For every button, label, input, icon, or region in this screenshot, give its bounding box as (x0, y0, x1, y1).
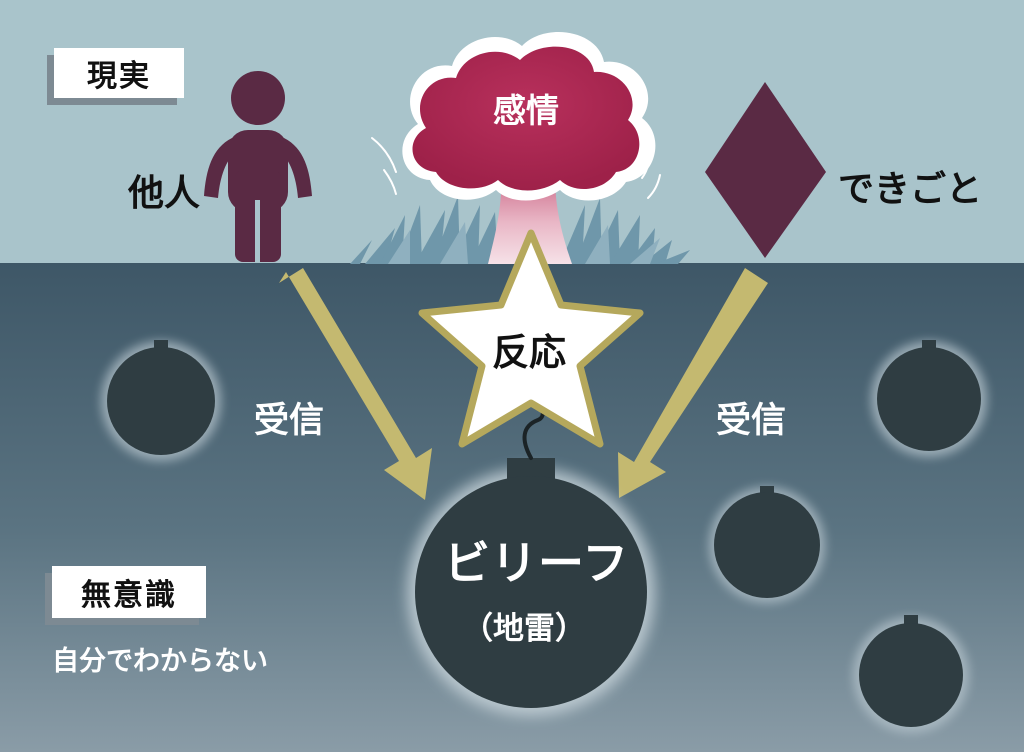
bomb-icon (709, 486, 825, 603)
receive-label-right: 受信 (716, 401, 787, 441)
bomb-icon (853, 615, 969, 733)
belief-bomb (407, 396, 655, 716)
unconscious-note: 自分でわからない (52, 646, 268, 677)
receive-arrow-right (618, 268, 768, 498)
unconscious-label: 無意識 (81, 578, 177, 613)
grass-tuft-light (388, 222, 660, 264)
diamond-shape (705, 82, 826, 258)
belief-note: （地雷） (462, 611, 586, 647)
receive-label-left: 受信 (254, 401, 325, 441)
person-icon (204, 71, 312, 262)
receive-arrow-left (279, 268, 432, 500)
reaction-label: 反応 (492, 331, 566, 374)
belief-label: ビリーフ (444, 536, 630, 590)
reality-label: 現実 (87, 59, 151, 94)
emotion-cloud (402, 32, 656, 201)
events-label: できごと (838, 169, 983, 210)
motion-lines (371, 137, 661, 199)
emotion-label: 感情 (493, 91, 559, 130)
others-label: 他人 (128, 173, 201, 214)
reaction-star (418, 229, 644, 448)
bomb-icon (101, 340, 221, 461)
bomb-icon (871, 340, 987, 457)
unconscious-badge: 無意識 (52, 566, 206, 618)
reality-badge: 現実 (54, 48, 184, 98)
